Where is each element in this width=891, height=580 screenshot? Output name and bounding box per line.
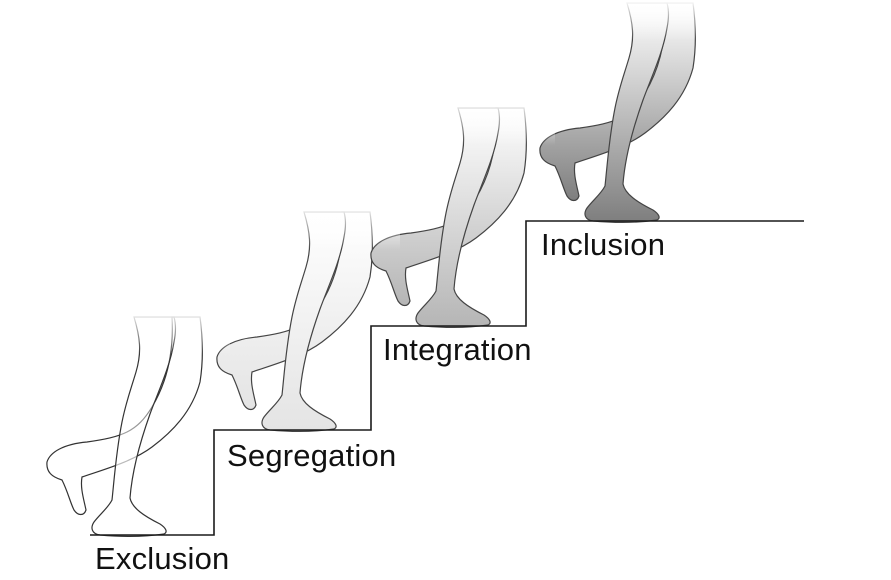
step-label-integration: Integration — [383, 332, 532, 367]
fade-inclusion — [525, 0, 725, 40]
step-label-exclusion: Exclusion — [95, 541, 230, 576]
step-label-inclusion: Inclusion — [541, 227, 666, 262]
fade-exclusion — [30, 310, 230, 355]
staircase-line — [90, 220, 804, 536]
fade-segregation — [200, 205, 400, 250]
fade-integration — [355, 100, 555, 145]
step-label-segregation: Segregation — [227, 438, 397, 473]
